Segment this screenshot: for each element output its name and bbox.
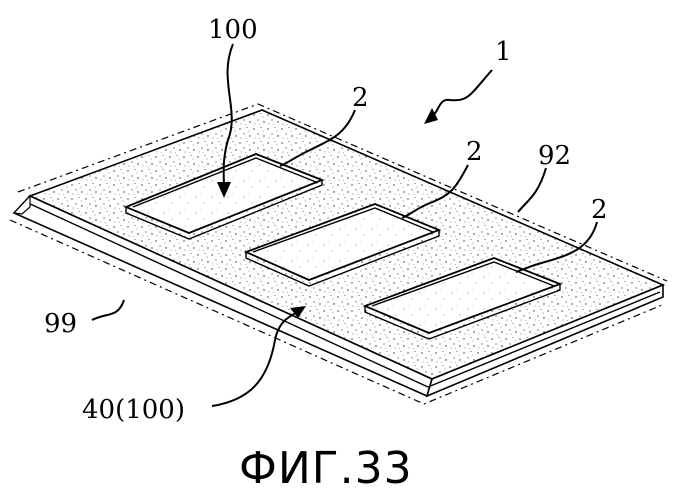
leader-assembly <box>430 70 492 118</box>
label-upper-region: 100 <box>208 15 258 45</box>
label-top-edge: 92 <box>538 141 571 171</box>
leader-bottom-edge <box>92 300 124 320</box>
label-pad-left: 2 <box>352 83 369 113</box>
label-base-layer: 40(100) <box>82 395 185 425</box>
figure-caption: ФИГ.33 <box>239 443 413 494</box>
label-pad-right: 2 <box>591 195 608 225</box>
label-pad-center: 2 <box>466 137 483 167</box>
leader-top-edge <box>518 168 546 212</box>
label-bottom-edge: 99 <box>44 309 77 339</box>
label-assembly: 1 <box>495 37 512 67</box>
